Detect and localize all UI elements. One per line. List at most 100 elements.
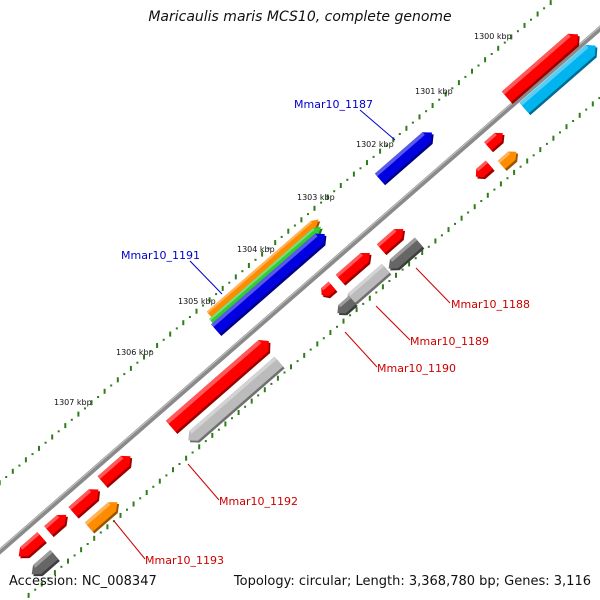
tick-dot (352, 171, 355, 177)
map-title: Maricaulis maris MCS10, complete genome (148, 9, 452, 25)
tick-dot (293, 224, 296, 227)
tick-dot (473, 204, 476, 210)
gene-label-leader (415, 267, 451, 304)
tick-dot (438, 98, 441, 101)
tick-dot (346, 178, 349, 181)
tick-dot (451, 87, 454, 90)
gene-label: Mmar10_1190 (377, 362, 456, 375)
tick-dot (129, 365, 132, 371)
gene-arrow-body (209, 226, 322, 325)
gene-arrow (337, 295, 358, 316)
tick-dot (457, 80, 460, 86)
gene-arrow-highlight (33, 550, 53, 568)
tick-dot (40, 581, 43, 587)
tick-dot (408, 261, 411, 267)
tick-dot (53, 570, 56, 576)
tick-dot (425, 110, 428, 113)
tick-dot (543, 7, 546, 10)
tick-dot (31, 453, 34, 456)
tick-dot (339, 183, 342, 188)
gene-arrow-body (97, 455, 131, 487)
gene-arrow (484, 132, 505, 153)
tick-dot (263, 387, 266, 393)
gene-arrow-highlight (206, 220, 313, 314)
tick-dot (372, 155, 375, 158)
gene-label: Mmar10_1193 (145, 554, 224, 567)
tick-dot (152, 485, 155, 488)
gene-arrow-highlight (374, 132, 425, 177)
tick-dot (392, 137, 395, 143)
genome-stats-text: Topology: circular; Length: 3,368,780 bp… (233, 574, 591, 589)
gene-arrow-highlight (209, 228, 315, 321)
gene-arrow-highlight (211, 233, 318, 328)
tick-label: 1300 kbp (474, 32, 512, 41)
gene-arrow-body (497, 151, 517, 170)
gene-arrow-body (335, 252, 370, 284)
tick-dot (143, 354, 145, 360)
tick-dot (379, 148, 382, 154)
gene-label-leader (113, 520, 146, 560)
tick-dot (513, 169, 516, 175)
accession-text: Accession: NC_008347 (9, 574, 157, 589)
gene-arrow (388, 237, 425, 271)
tick-dot (431, 103, 434, 108)
tick-dot (434, 238, 437, 244)
gene-arrow-highlight (84, 502, 111, 526)
tick-dot (188, 316, 191, 318)
tick-dot (447, 227, 450, 233)
tick-dot (307, 213, 309, 216)
tick-dot (136, 361, 139, 364)
gene-features (18, 33, 598, 577)
gene-arrow-body (31, 550, 59, 575)
tick-dot (261, 251, 264, 257)
gene-arrow-highlight (68, 489, 92, 510)
tick-label: 1302 kbp (356, 140, 394, 149)
tick-dot (552, 135, 555, 141)
gene-arrow (68, 489, 101, 519)
gene-arrow-body (18, 532, 46, 557)
tick-dot (247, 263, 250, 268)
gene-arrow-highlight (165, 339, 262, 424)
tick-dot (276, 375, 279, 381)
tick-dot (38, 445, 40, 451)
gene-arrow-highlight (389, 237, 418, 262)
gene-label-leader (359, 109, 396, 141)
tick-dot (221, 285, 224, 291)
tick-dot (202, 304, 204, 307)
tick-dot (565, 124, 568, 130)
tick-dot (480, 200, 483, 202)
gene-label-leader (375, 305, 411, 341)
tick-dot (64, 423, 67, 429)
tick-dot (99, 531, 102, 534)
tick-dot (440, 234, 443, 237)
gene-arrow (84, 502, 120, 534)
tick-dot (411, 121, 414, 124)
tick-dot (270, 382, 273, 385)
tick-dot (254, 258, 257, 261)
gene-arrow-highlight (44, 514, 60, 529)
tick-dot (123, 373, 126, 376)
gene-arrow (501, 33, 580, 104)
tick-dot (545, 142, 548, 145)
tick-dot (93, 535, 96, 541)
gene-arrow-highlight (189, 356, 277, 434)
gene-arrow-highlight (501, 33, 571, 95)
tick-dot (86, 543, 89, 545)
tick-dot (191, 451, 194, 454)
tick-dot (418, 114, 421, 120)
tick-dot (208, 297, 211, 303)
tick-dot (477, 64, 480, 67)
gene-arrow (31, 550, 60, 577)
tick-dot (106, 524, 109, 530)
tick-dot (67, 558, 69, 564)
gene-arrow-body (211, 233, 325, 335)
tick-dot (336, 325, 338, 328)
gene-arrow-body (388, 237, 423, 269)
tick-dot (313, 205, 316, 211)
gene-arrow (211, 233, 327, 337)
tick-dot (145, 490, 148, 495)
gene-arrow (206, 219, 321, 320)
tick-dot (388, 280, 391, 282)
